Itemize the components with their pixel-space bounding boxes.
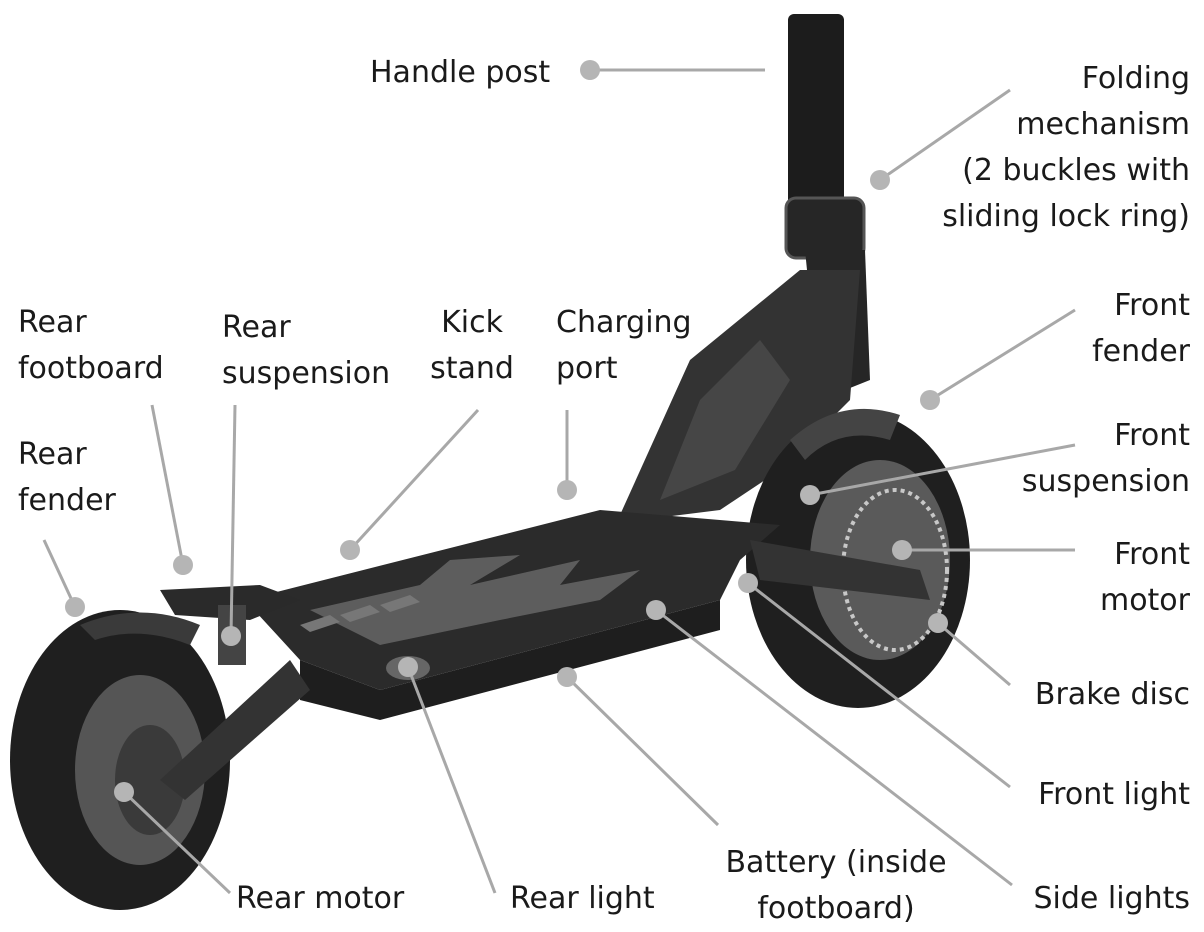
frame-cutout-shape [660, 340, 790, 500]
handle-post-shape [788, 14, 844, 214]
label-line: mechanism [1016, 107, 1190, 142]
label-line: Rear light [510, 881, 655, 916]
leader-brake-disc [937, 621, 1011, 687]
label-line: Side lights [1033, 881, 1190, 916]
label-line: Front [1114, 537, 1190, 572]
dot-battery [557, 667, 577, 687]
leader-front-light [747, 581, 1011, 789]
label-front-light: Front light [1038, 772, 1190, 818]
label-line: Brake disc [1034, 677, 1190, 712]
label-line: Battery (inside [725, 845, 947, 880]
label-line: Front light [1038, 777, 1190, 812]
label-rear-light: Rear light [510, 876, 655, 922]
label-rear-suspension: Rear suspension [222, 305, 390, 397]
label-side-lights: Side lights [1033, 876, 1190, 922]
leader-front-fender [929, 308, 1076, 402]
dot-front-suspension [800, 485, 820, 505]
dot-rear-footboard [173, 555, 193, 575]
deck-side-shape [300, 600, 720, 720]
rear-motor-core-shape [115, 725, 185, 835]
label-line: footboard) [757, 891, 915, 926]
dot-folding [870, 170, 890, 190]
dot-rear-suspension [221, 626, 241, 646]
label-brake-disc: Brake disc [1035, 672, 1190, 718]
label-line: Handle post [370, 55, 551, 90]
dot-front-light [738, 573, 758, 593]
rear-swingarm-shape [160, 660, 310, 800]
label-handle-post: Handle post [370, 50, 550, 96]
leader-folding [879, 88, 1011, 182]
label-line: suspension [222, 356, 391, 391]
label-front-motor: Front motor [1100, 532, 1190, 624]
label-line: Charging [556, 305, 692, 340]
label-line: stand [430, 351, 514, 386]
deck-chevron [340, 605, 380, 622]
label-line: port [556, 351, 618, 386]
leader-rear-light [406, 666, 497, 894]
leader-battery [565, 675, 720, 827]
label-charging-port: Charging port [556, 300, 692, 392]
leader-rear-motor [122, 790, 232, 895]
label-line: sliding lock ring) [942, 199, 1190, 234]
label-line: Front [1114, 288, 1190, 323]
label-line: Front [1114, 418, 1190, 453]
dot-rear-fender [65, 597, 85, 617]
dot-brake-disc [928, 613, 948, 633]
deck-chevron [300, 615, 340, 632]
leader-side-lights [655, 608, 1013, 887]
front-swingarm-shape [750, 540, 930, 600]
folding-collar-shape [784, 196, 866, 260]
deck-chevron [380, 595, 420, 612]
label-line: fender [1092, 334, 1190, 369]
leader-rear-footboard [150, 404, 185, 566]
leader-dots [65, 60, 948, 802]
label-line: Kick [441, 305, 503, 340]
label-line: Rear motor [236, 881, 405, 916]
label-rear-footboard: Rear footboard [18, 300, 164, 392]
leader-rear-suspension [229, 404, 237, 637]
dot-rear-motor [114, 782, 134, 802]
label-line: motor [1099, 583, 1190, 618]
label-line: Rear [18, 437, 87, 472]
label-rear-motor: Rear motor [236, 876, 404, 922]
label-rear-fender: Rear fender [18, 432, 116, 524]
label-line: fender [18, 483, 116, 518]
dot-charging-port [557, 480, 577, 500]
label-line: Folding [1081, 61, 1190, 96]
label-folding-mechanism: Folding mechanism (2 buckles with slidin… [942, 56, 1190, 240]
label-line: (2 buckles with [962, 153, 1190, 188]
leader-lines [42, 68, 1076, 895]
label-line: Rear [18, 305, 87, 340]
dot-rear-light [398, 657, 418, 677]
label-line: suspension [1021, 464, 1190, 499]
leader-front-suspension [809, 443, 1076, 497]
dot-handle-post [580, 60, 600, 80]
scooter-illustration [10, 14, 970, 910]
label-line: footboard [18, 351, 164, 386]
dot-front-fender [920, 390, 940, 410]
front-hub-shape [810, 460, 950, 660]
label-front-suspension: Front suspension [1022, 413, 1190, 505]
front-fender-shape [790, 408, 900, 460]
rear-fender-shape [80, 612, 200, 645]
label-line: Rear [222, 310, 291, 345]
label-front-fender: Front fender [1092, 283, 1190, 375]
label-kick-stand: Kick stand [418, 300, 526, 392]
dot-front-motor [892, 540, 912, 560]
label-battery: Battery (inside footboard) [706, 840, 966, 932]
rear-footboard-shape [160, 585, 300, 620]
dot-side-lights [646, 600, 666, 620]
dot-kick-stand [340, 540, 360, 560]
leader-kick-stand [348, 408, 480, 552]
leader-rear-fender [42, 539, 77, 608]
deck-pattern-shape [310, 555, 640, 645]
